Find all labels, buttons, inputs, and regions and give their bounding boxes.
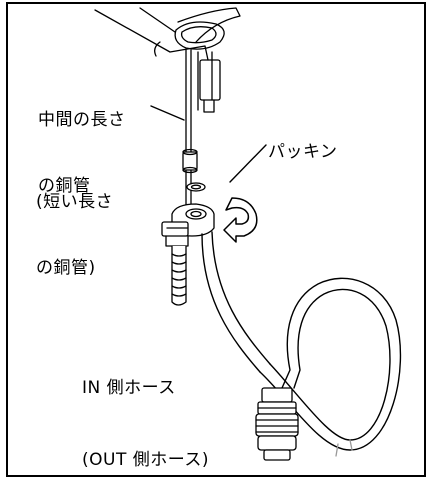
label-short-pipe-line1: (短い長さ (36, 192, 114, 212)
packing-ring (186, 182, 206, 192)
threaded-stub (171, 245, 187, 306)
label-middle-pipe-line1: 中間の長さ (38, 110, 126, 130)
top-fitting (94, 7, 241, 113)
leader-lines (150, 105, 267, 183)
label-short-pipe-line2: の銅管) (36, 258, 96, 278)
label-middle-pipe: 中間の長さ の銅管 (38, 70, 126, 216)
middle-copper-pipe (185, 49, 192, 209)
label-in-hose: IN 側ホース (82, 378, 176, 398)
label-out-hose: (OUT 側ホース) (82, 450, 210, 470)
junction-body (161, 203, 215, 247)
quick-connector (255, 387, 299, 461)
collar-nut (182, 148, 198, 174)
hose (201, 231, 402, 457)
label-packing: パッキン (268, 142, 338, 162)
rotate-arrow-icon (223, 197, 258, 243)
label-hose: IN 側ホース (OUT 側ホース) (82, 338, 209, 490)
diagram-frame (6, 2, 426, 477)
label-middle-pipe-line2: の銅管 (38, 176, 91, 196)
label-short-pipe: (短い長さ の銅管) (36, 152, 113, 298)
